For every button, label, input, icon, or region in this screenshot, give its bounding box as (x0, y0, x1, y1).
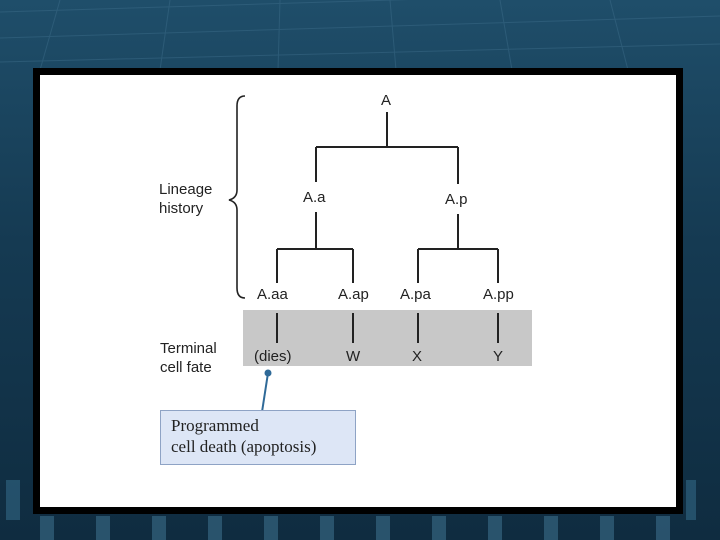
section-lineage-line1: Lineage (159, 181, 213, 198)
node-A-a: A.a (303, 189, 326, 206)
section-lineage-line2: history (159, 200, 204, 217)
node-A-pa: A.pa (400, 286, 431, 303)
apoptosis-callout: Programmed cell death (apoptosis) (160, 410, 356, 465)
callout-pointer-dot (264, 369, 272, 377)
lineage-brace (228, 95, 246, 299)
section-terminal-fate: Terminal cell fate (160, 339, 217, 377)
node-A-p: A.p (445, 191, 468, 208)
section-fate-line2: cell fate (160, 359, 212, 376)
node-A-ap: A.ap (338, 286, 369, 303)
callout-text: Programmed cell death (apoptosis) (171, 415, 357, 457)
fate-W: W (346, 348, 361, 365)
section-fate-line1: Terminal (160, 340, 217, 357)
fate-Y: Y (493, 348, 504, 365)
terminal-fate-band (243, 310, 532, 366)
callout-pointer (261, 372, 269, 413)
callout-line2: cell death (apoptosis) (171, 437, 317, 456)
fate-dies: (dies) (254, 348, 292, 365)
section-lineage-history: Lineage history (159, 180, 212, 218)
node-A-pp: A.pp (483, 286, 514, 303)
node-A: A (381, 92, 392, 109)
node-A-aa: A.aa (257, 286, 288, 303)
callout-line1: Programmed (171, 416, 259, 435)
fate-X: X (412, 348, 423, 365)
